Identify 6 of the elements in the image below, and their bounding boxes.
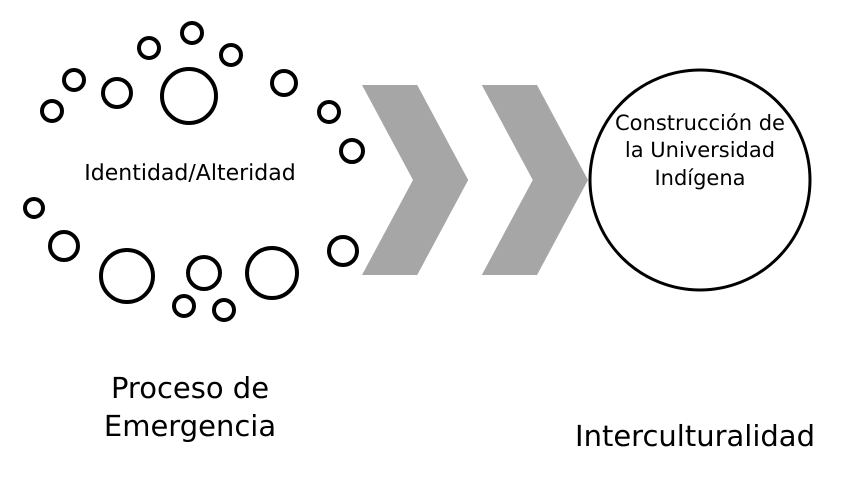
node-label: Identidad/Alteridad [83,160,297,188]
node-label: Construcción de la Universidad Indígena [614,110,786,192]
circle-node [588,68,812,292]
caption-text: Interculturalidad [574,418,816,455]
caption-text: Proceso de Emergencia [102,370,278,445]
chevron-arrow [362,85,588,275]
